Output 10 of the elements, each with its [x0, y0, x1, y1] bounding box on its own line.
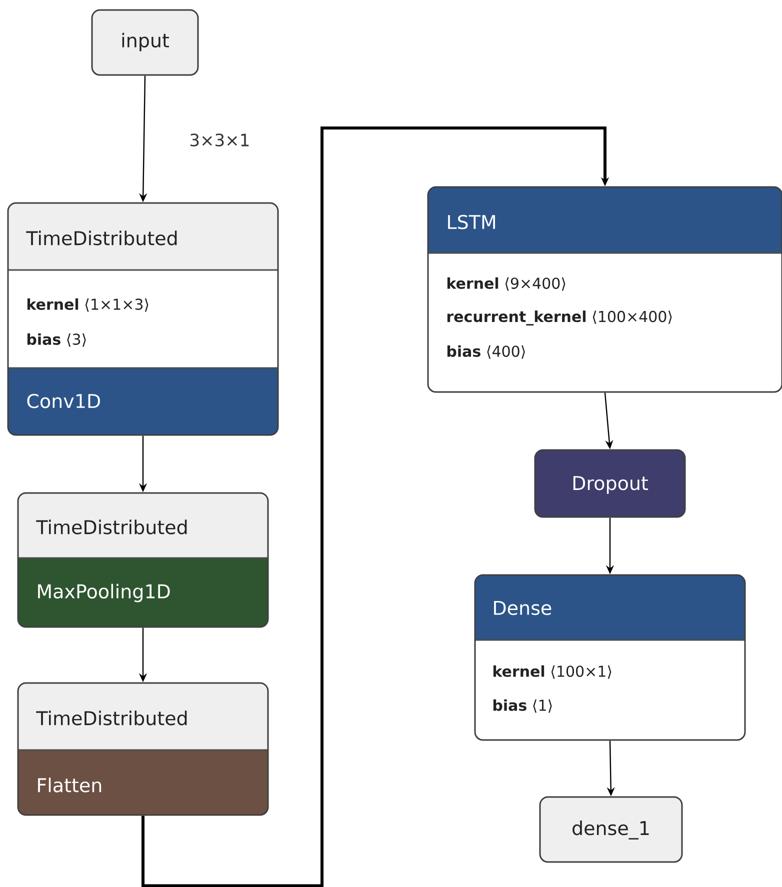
- edge-label: 3×3×1: [188, 132, 252, 148]
- layer-box: TimeDistributed Flatten: [17, 682, 269, 816]
- layer-box: TimeDistributed MaxPooling1D: [17, 492, 269, 628]
- arrow: [142, 126, 610, 887]
- layer-box: TimeDistributed kernel ⟨1×1×3⟩ bias ⟨3⟩ Conv1D: [7, 202, 279, 436]
- layer-box: Dense kernel ⟨100×1⟩ bias ⟨1⟩: [474, 574, 746, 741]
- io-box: Dropout: [534, 449, 686, 518]
- io-box: input: [91, 9, 199, 76]
- layer-box: LSTM kernel ⟨9×400⟩ recurrent_kernel ⟨100×400⟩ bias ⟨400⟩: [427, 186, 782, 393]
- io-box: dense_1: [539, 796, 683, 863]
